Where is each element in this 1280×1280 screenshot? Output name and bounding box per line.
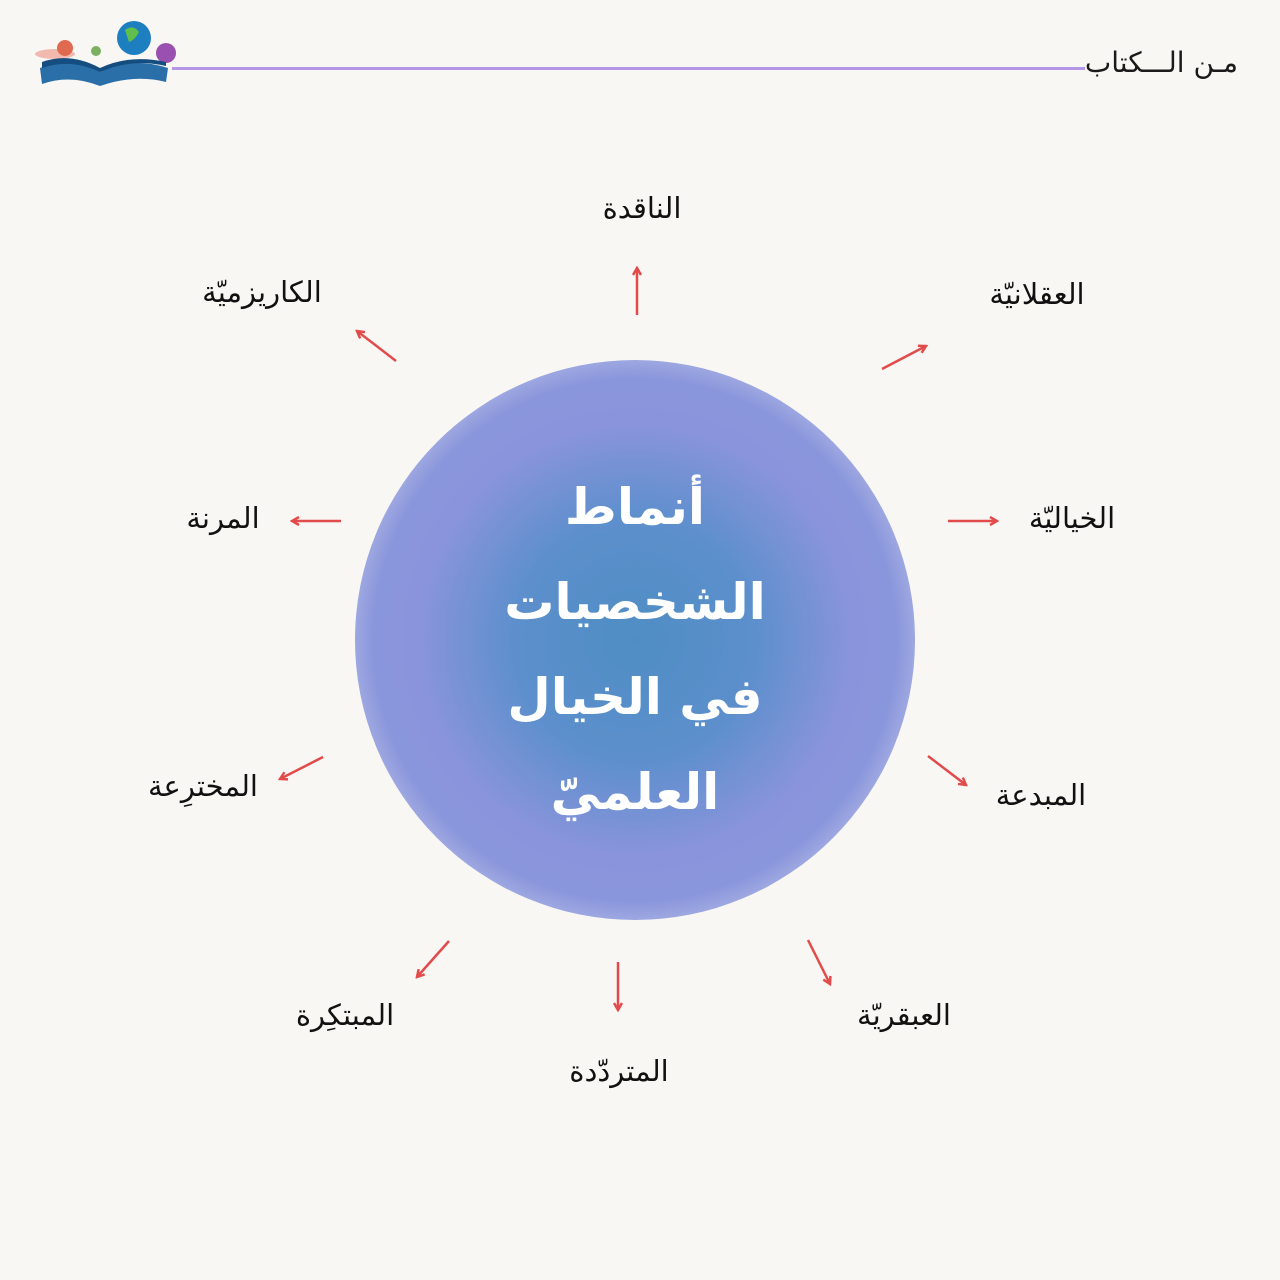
type-label-inventor: المخترِعة [148, 769, 258, 803]
arrow-inventor [280, 755, 324, 779]
center-circle [355, 360, 915, 920]
arrow-genius [806, 939, 830, 984]
header-title: مـن الـــكتاب [1084, 46, 1238, 79]
book-planets-logo [35, 21, 176, 86]
type-label-rational: العقلانيّة [989, 277, 1085, 311]
type-label-critical: الناقدة [602, 191, 682, 225]
center-title-line: أنماط [564, 478, 706, 536]
center-title-line: الشخصيات [504, 573, 766, 631]
center-title-line: العلميّ [550, 763, 720, 821]
header-divider [172, 67, 1085, 70]
arrow-creative [927, 755, 966, 785]
type-label-creative: المبدعة [995, 778, 1087, 812]
type-label-innovative: المبتكِرة [295, 998, 395, 1032]
type-label-imaginative: الخياليّة [1028, 501, 1116, 535]
arrow-rational [881, 346, 926, 371]
center-title-line: في الخيال [507, 668, 763, 726]
type-label-genius: العبقريّة [857, 998, 951, 1032]
type-label-flexible: المرنة [186, 501, 260, 535]
arrow-innovative [417, 940, 450, 977]
center-title: أنماط الشخصيات في الخيال العلميّ [435, 460, 835, 840]
arrow-charismatic [357, 331, 397, 362]
type-label-hesitant: المتردّدة [569, 1054, 669, 1088]
type-label-charismatic: الكاريزميّة [202, 275, 322, 309]
